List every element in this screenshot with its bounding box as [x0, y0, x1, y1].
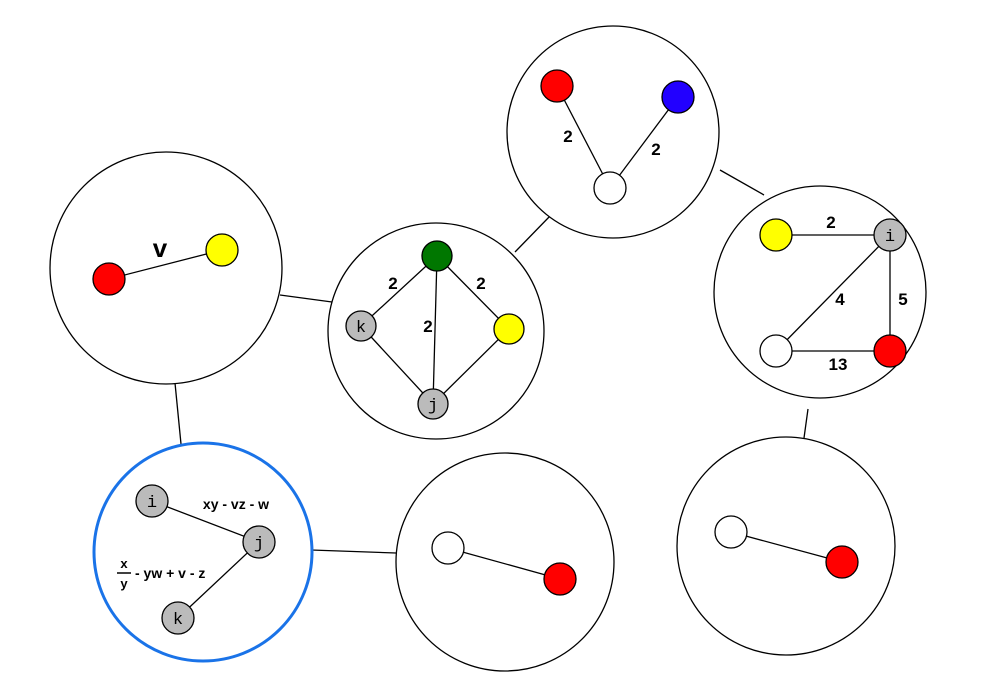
- link-right-to-bottomright: [803, 408, 809, 439]
- link-v-to-middle: [279, 294, 333, 303]
- link-selected-to-bottom: [310, 549, 397, 554]
- node-k[interactable]: [345, 310, 377, 342]
- cluster-middle[interactable]: k j 2 2 2: [327, 222, 545, 440]
- white-node[interactable]: [593, 171, 627, 205]
- edge-weight-yellow-i: 2: [826, 213, 835, 232]
- red-node[interactable]: [92, 262, 126, 296]
- cluster-v[interactable]: v: [49, 151, 283, 385]
- white-node[interactable]: [759, 334, 793, 368]
- fraction-denominator: y: [120, 576, 128, 591]
- node-i[interactable]: [873, 218, 907, 252]
- node-i-label: i: [885, 228, 895, 247]
- red-node[interactable]: [540, 69, 574, 103]
- cluster-middle-circle: [327, 222, 545, 440]
- cluster-bottom-right[interactable]: [676, 436, 896, 656]
- edge-blue-white: [609, 96, 679, 189]
- edge-green-k: [360, 255, 438, 327]
- white-node[interactable]: [431, 531, 465, 565]
- node-j-label: j: [254, 535, 264, 554]
- node-j[interactable]: [417, 388, 449, 420]
- edge-yellow-j: [432, 328, 510, 405]
- edge-v: [108, 249, 223, 280]
- link-top-to-right: [719, 169, 765, 196]
- cluster-right[interactable]: i 2 4 5 13: [713, 185, 927, 399]
- edge-weight-i-white: 4: [835, 290, 845, 309]
- edge-weight-white-red: 13: [829, 355, 848, 374]
- yellow-node[interactable]: [759, 218, 793, 252]
- node-k[interactable]: [161, 601, 195, 635]
- link-v-to-selected: [174, 382, 182, 445]
- edge-label-v: v: [153, 233, 168, 263]
- node-k-label: k: [356, 319, 366, 338]
- link-middle-to-top: [514, 214, 552, 253]
- edge-red-white: [556, 85, 611, 189]
- yellow-node[interactable]: [205, 233, 239, 267]
- cluster-bottom[interactable]: [395, 452, 615, 672]
- cluster-v-circle: [49, 151, 283, 385]
- cluster-top-circle: [506, 25, 720, 239]
- expression-remainder: - yw + v - z: [135, 565, 205, 581]
- edge-weight-blue-white: 2: [651, 140, 660, 159]
- edge-j-k: [177, 541, 260, 619]
- node-i[interactable]: [135, 484, 169, 518]
- cluster-bottom-right-circle: [676, 436, 896, 656]
- white-node[interactable]: [714, 515, 748, 549]
- edge-white-red: [447, 547, 561, 580]
- cluster-top[interactable]: 2 2: [506, 25, 720, 239]
- cluster-bottom-circle: [395, 452, 615, 672]
- blue-node[interactable]: [661, 80, 695, 114]
- edge-weight-green-k: 2: [388, 274, 397, 293]
- edge-i-white: [775, 234, 891, 352]
- edge-green-yellow: [436, 255, 510, 330]
- node-k-label: k: [173, 611, 183, 630]
- cluster-selected-circle: [92, 441, 314, 663]
- node-i-label: i: [147, 494, 157, 513]
- cluster-selected[interactable]: i j k xy - vz - w x y - yw + v - z: [92, 441, 314, 663]
- edge-weight-i-red: 5: [898, 290, 907, 309]
- fraction-numerator: x: [120, 556, 128, 571]
- green-node[interactable]: [421, 240, 453, 272]
- edge-expression-i-j: xy - vz - w: [203, 496, 269, 512]
- edge-white-red: [730, 531, 843, 563]
- edge-k-j: [360, 325, 434, 405]
- edge-weight-green-j: 2: [423, 317, 432, 336]
- node-j[interactable]: [242, 525, 276, 559]
- yellow-node[interactable]: [493, 313, 525, 345]
- edge-expression-j-k: x y - yw + v - z: [117, 556, 205, 591]
- red-node[interactable]: [543, 562, 577, 596]
- edge-weight-red-white: 2: [563, 127, 572, 146]
- node-j-label: j: [428, 397, 438, 416]
- cluster-links: [174, 169, 809, 554]
- edge-i-j: [151, 500, 260, 543]
- edge-weight-green-yellow: 2: [476, 274, 485, 293]
- edge-green-j: [432, 255, 438, 405]
- red-node[interactable]: [825, 545, 859, 579]
- red-node[interactable]: [873, 334, 907, 368]
